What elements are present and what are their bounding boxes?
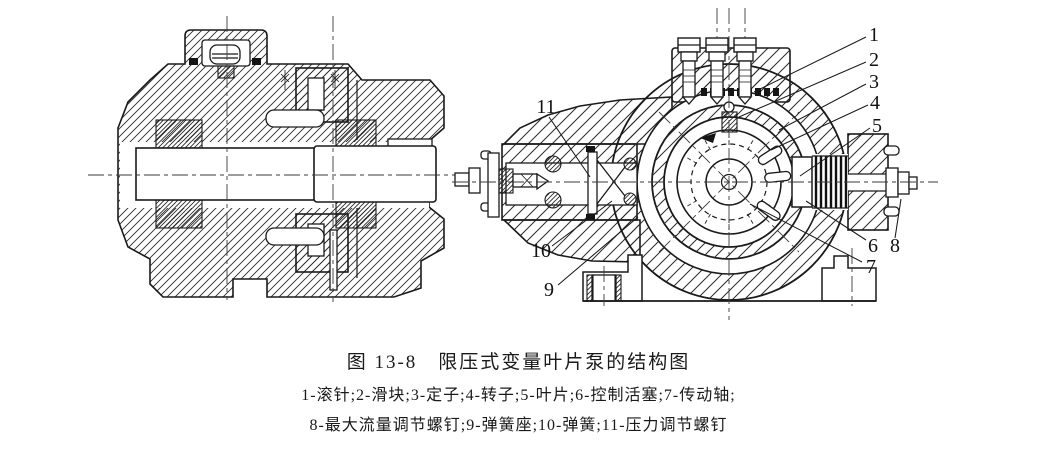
- seal: [189, 58, 198, 65]
- leader-line-1: [753, 36, 867, 93]
- drive-shaft-inner: [135, 147, 317, 201]
- callout-1: 1: [869, 24, 879, 46]
- callout-5: 5: [872, 115, 882, 137]
- right-foot: [821, 255, 877, 302]
- end-plate: [487, 152, 500, 218]
- mounting-base: [455, 248, 955, 332]
- cover-bolt: [733, 37, 757, 105]
- cover-bolt: [677, 37, 701, 105]
- pressure-screw-head: [468, 167, 481, 194]
- callout-8: 8: [890, 235, 900, 257]
- leader-line-5: [799, 127, 871, 177]
- cover-bolt: [705, 37, 729, 105]
- slider-block: [721, 111, 738, 133]
- callout-numbers: 1 2 3 4 5 6 7 8 9 10 11: [531, 24, 900, 301]
- spring-coil-section: [623, 192, 637, 206]
- seal: [252, 58, 261, 65]
- spring-seat: [587, 151, 598, 215]
- port-top: [265, 109, 325, 128]
- centerlines-right: [452, 8, 938, 320]
- callout-9: 9: [544, 279, 554, 301]
- leader-line-6: [805, 200, 867, 241]
- figure-canvas: 1 2 3 4 5 6 7 8 9 10 11: [88, 8, 955, 332]
- drive-shaft-end: [313, 145, 437, 203]
- left-section-view: [88, 16, 464, 302]
- max-flow-screw-nut: [885, 167, 899, 198]
- rotation-arrow: [700, 133, 716, 143]
- seat-ball: [544, 191, 562, 209]
- leader-line-4: [770, 104, 869, 151]
- screw-cone: [536, 172, 550, 191]
- seat-ball: [544, 155, 562, 173]
- cover-bolts: [677, 37, 757, 105]
- spring-coil-lines: [596, 159, 626, 205]
- callout-leaders: [548, 36, 902, 286]
- figure-legend-line2: 8-最大流量调节螺钉;9-弹簧座;10-弹簧;11-压力调节螺钉: [309, 417, 728, 434]
- max-flow-screw-tip: [908, 176, 918, 190]
- bearing: [155, 119, 203, 149]
- screw-shank: [512, 173, 538, 188]
- leader-line-10: [551, 200, 613, 247]
- callout-10: 10: [531, 240, 551, 262]
- leader-line-11: [548, 116, 591, 178]
- valve-stem: [217, 65, 235, 79]
- figure-legend-line1: 1-滚针;2-滑块;3-定子;4-转子;5-叶片;6-控制活塞;7-传动轴;: [301, 387, 736, 404]
- vanes: [756, 145, 792, 221]
- centerlines-left: [88, 16, 464, 302]
- bearing: [335, 199, 377, 229]
- cap-bolt: [883, 206, 900, 217]
- bearing: [335, 119, 377, 149]
- leader-line-7: [749, 203, 863, 263]
- bearing: [155, 199, 203, 229]
- drain-pin: [329, 229, 338, 291]
- callout-6: 6: [868, 235, 878, 257]
- right-section-view: 1 2 3 4 5 6 7 8 9 10 11: [452, 8, 955, 332]
- leader-line-9: [557, 216, 639, 286]
- leader-line-2: [738, 61, 867, 118]
- leader-line-8: [894, 198, 902, 239]
- callout-7: 7: [866, 256, 876, 278]
- figure-caption: 图 13-8 限压式变量叶片泵的结构图: [346, 352, 691, 373]
- lock-nut: [498, 168, 514, 194]
- pressure-screw-tip: [454, 172, 470, 187]
- port-bottom: [265, 227, 325, 246]
- cap-bolt: [883, 145, 900, 156]
- max-flow-screw-head: [897, 171, 910, 195]
- callout-4: 4: [870, 92, 880, 114]
- leader-line-3: [778, 83, 867, 131]
- callout-3: 3: [869, 71, 879, 93]
- callout-2: 2: [869, 49, 879, 71]
- pressure-spring-assembly: [454, 146, 638, 220]
- callout-11: 11: [536, 96, 555, 118]
- spring-coil-section: [623, 157, 637, 171]
- vane-slot-top: [307, 77, 325, 111]
